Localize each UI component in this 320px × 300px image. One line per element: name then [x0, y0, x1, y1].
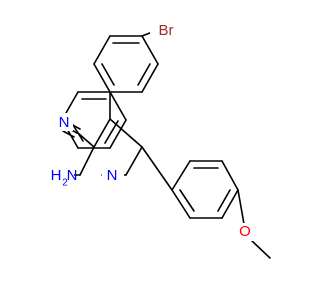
nitrile-bond [77, 132, 95, 148]
ether-oxygen-label: O [239, 223, 251, 240]
bromophenyl-double-bond [137, 63, 151, 86]
amino-label-background [40, 164, 74, 187]
oxygen-label-background [236, 223, 254, 241]
methoxyphenyl-double-bond [179, 189, 195, 212]
chemical-structure-diagram: Br N N H 2 N O [40, 20, 271, 259]
methoxyphenyl-bond [171, 189, 191, 219]
atom-labels: Br N N H 2 N O [51, 22, 251, 240]
bromophenyl-double-bond [101, 63, 115, 86]
methoxyphenyl-bond [221, 160, 239, 191]
pyridine-bond [109, 119, 127, 149]
nitrile-nitrogen-label: N [59, 114, 70, 131]
ether-bond [237, 189, 245, 225]
pyridine-bond [125, 146, 143, 176]
amino-hydrogen-label: H [51, 167, 62, 184]
methoxyphenyl-bond [221, 189, 239, 219]
pyridine-bond [79, 146, 95, 176]
bromine-label-background [150, 20, 180, 40]
amino-nitrogen-label: N [67, 167, 78, 184]
pyridine-bond [93, 118, 111, 148]
methoxyphenyl-bond [171, 160, 191, 191]
aryl-linker-bond [141, 146, 173, 191]
methoxyphenyl-double-bond [217, 189, 231, 212]
pyridine-bond [109, 91, 127, 121]
bromine-label: Br [159, 22, 174, 39]
amino-hydrogen-count: 2 [62, 178, 68, 189]
bromophenyl-bond [141, 63, 159, 93]
bromophenyl-bond [141, 35, 159, 65]
nitrile-triple-bond [62, 130, 75, 138]
ring-nitrogen-label: N [107, 167, 118, 184]
methyl-bond [251, 240, 271, 259]
ring-nitrogen-label-background [102, 167, 124, 185]
pyridine-bond [109, 118, 143, 148]
bromophenyl-bond [93, 63, 111, 93]
bromophenyl-bond [93, 35, 111, 65]
nitrile-label-background [55, 113, 73, 131]
